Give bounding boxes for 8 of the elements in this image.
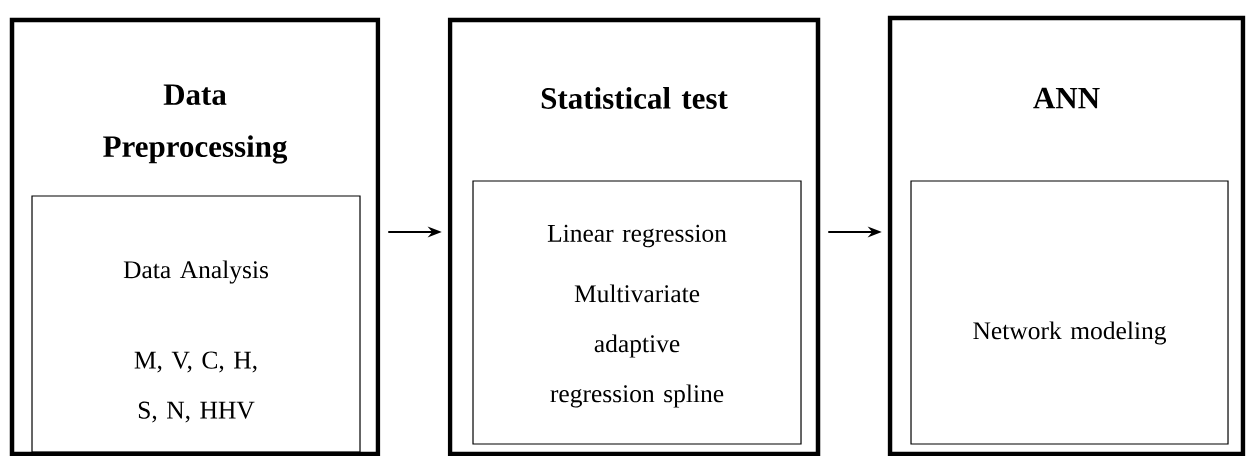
method-text: M, V, C, H, S, N, HHV xyxy=(134,351,257,423)
method-text: Network modeling xyxy=(973,321,1167,345)
stage-title: Statistical test xyxy=(541,87,728,109)
method-text: Linear regression xyxy=(547,224,727,248)
method-text: Multivariate adaptive regression spline xyxy=(550,284,724,408)
stage-title: ANN xyxy=(1033,87,1100,109)
stage-title: Data Preprocessing xyxy=(103,84,288,164)
method-text: Data Analysis xyxy=(123,260,269,284)
